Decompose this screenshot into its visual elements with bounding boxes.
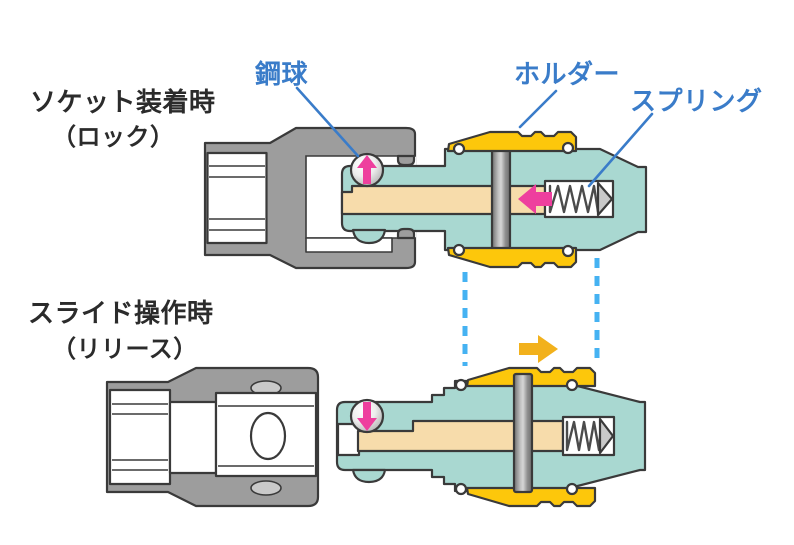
callout-line-spring	[587, 112, 654, 188]
bearing-ball	[565, 378, 579, 392]
arrow-left-icon	[518, 184, 552, 214]
bearing-ball	[561, 244, 575, 258]
holder-sleeve-bottom	[446, 246, 578, 269]
bearing-ball	[454, 482, 468, 496]
holder-pin	[512, 372, 534, 494]
holder-pin	[490, 135, 512, 263]
bearing-ball	[454, 378, 468, 392]
plug-lower-lobe	[351, 228, 387, 245]
socket-drive-hole	[108, 388, 172, 486]
spring-coil	[565, 420, 603, 452]
ball-hole-shadow	[250, 480, 282, 496]
spring-cone-tip	[596, 181, 614, 217]
figure-released	[105, 366, 647, 508]
callout-lines	[295, 86, 654, 188]
holder-sleeve-bottom	[465, 486, 597, 508]
socket-drive-hole	[206, 151, 268, 245]
guide-lines	[462, 258, 600, 366]
spring-cone-tip	[598, 417, 615, 455]
socket-lip-top	[396, 154, 416, 167]
socket-drive-hole-lines	[112, 403, 168, 471]
label-state-locked-title: ソケット装着時	[30, 87, 216, 117]
socket-ball-track-lines	[218, 405, 314, 467]
callout-line-holder	[518, 89, 558, 129]
socket-lip-bottom	[396, 227, 416, 240]
part-labels: 鋼球 ホルダー スプリング	[254, 59, 763, 116]
bearing-ball	[561, 141, 575, 155]
arrow-right-icon	[519, 335, 558, 363]
bearing-ball	[565, 482, 579, 496]
socket-drive-hole-lines	[209, 165, 265, 231]
arrow-down-icon	[357, 402, 377, 431]
label-state-released-title: スライド操作時	[28, 298, 214, 328]
socket-inner-bore	[168, 400, 218, 475]
callout-line-steel-ball	[295, 86, 360, 158]
socket-ball-track	[214, 391, 318, 478]
plug-shaft	[340, 184, 547, 216]
label-state-locked-subtitle: （ロック）	[52, 124, 175, 151]
arrow-up-icon	[357, 155, 377, 184]
spring-coil	[548, 184, 600, 214]
state-labels: ソケット装着時 （ロック） スライド操作時 （リリース）	[28, 87, 216, 363]
label-state-released-subtitle: （リリース）	[52, 336, 198, 363]
bearing-ball	[452, 142, 466, 156]
holder-sleeve-top	[446, 130, 578, 153]
ball-hole	[249, 411, 287, 461]
figure-locked	[203, 126, 648, 270]
label-spring: スプリング	[630, 86, 763, 116]
label-holder: ホルダー	[514, 59, 620, 89]
label-steel-ball: 鋼球	[254, 59, 309, 89]
bearing-ball	[452, 243, 466, 257]
plug-lower-lobe	[351, 468, 387, 484]
